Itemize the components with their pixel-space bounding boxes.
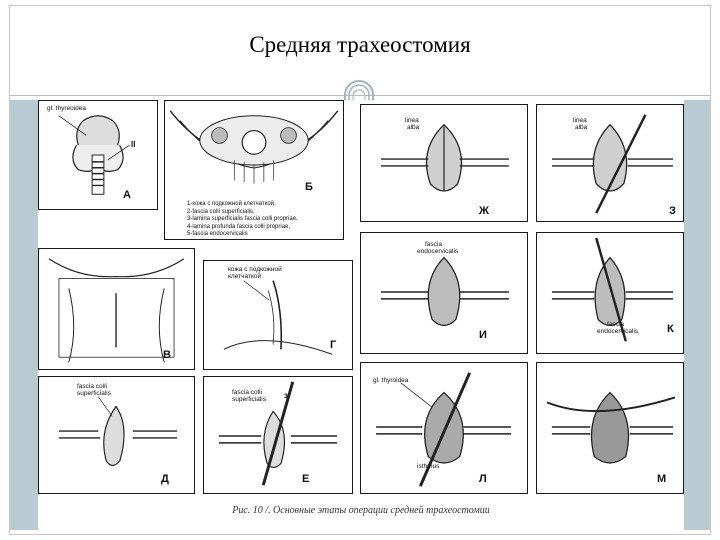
panel-m-illustration: [546, 391, 676, 464]
panel-e-annotation: fascia colli: [232, 389, 262, 396]
panel-e-annotation: 3: [284, 393, 288, 400]
legend-item: 2-fascia colli superficialis,: [187, 208, 255, 215]
panel-v: В: [38, 248, 195, 370]
panel-l-annotation: isthmus: [417, 463, 440, 470]
panel-zh-annotation: linea: [405, 117, 419, 124]
panel-k-annotation: endocervicalis: [597, 328, 639, 335]
panel-i-annotation: endocervicalis: [417, 248, 459, 255]
panel-a-label: А: [123, 189, 131, 201]
panel-a-annotation: II: [131, 140, 136, 149]
panel-l: gl. thyroidea isthmus Л: [360, 362, 528, 494]
panel-d-annotation: superficialis: [77, 390, 111, 397]
panel-zh: linea alba Ж: [360, 104, 528, 222]
panel-v-label: В: [163, 349, 171, 361]
panel-zh-label: Ж: [479, 205, 489, 217]
panel-d-label: Д: [161, 473, 169, 485]
panel-b-illustration: [169, 110, 339, 184]
panel-b-label: Б: [305, 181, 313, 193]
panel-d-illustration: [58, 396, 177, 467]
tracheostomy-figure: gl. thyreoidea II А Б 1-кожа с подкожной…: [38, 100, 684, 530]
panel-l-label: Л: [479, 473, 487, 485]
panel-g-annotation: клетчаткой: [228, 273, 262, 280]
right-accent-band: [684, 100, 710, 530]
panel-i-annotation: fascia: [425, 241, 442, 248]
panel-z-illustration: [552, 114, 673, 214]
panel-e-label: Е: [302, 473, 310, 485]
panel-i-label: И: [479, 329, 487, 341]
panel-z: linea alba З: [536, 104, 684, 222]
panel-d-annotation: fascia colli: [77, 383, 107, 390]
panel-l-annotation: gl. thyroidea: [373, 377, 409, 384]
panel-g-illustration: [223, 280, 333, 355]
slide-title: Средняя трахеостомия: [249, 32, 471, 57]
panel-m-label: М: [657, 473, 667, 485]
panel-a: gl. thyreoidea II А: [38, 100, 158, 210]
panel-a-illustration: [58, 115, 130, 195]
legend-item: 3-lamina superficialis fascia colli prop…: [187, 216, 298, 222]
panel-k-label: К: [667, 323, 674, 335]
panel-k: fascia endocervicalis К: [536, 232, 684, 354]
panel-v-illustration: [48, 258, 185, 363]
panel-i-illustration: [381, 256, 509, 327]
legend-item: 1-кожа с подкожной клетчаткой,: [187, 201, 276, 207]
arch-ornament-icon: [344, 80, 374, 108]
slide-frame: [9, 5, 711, 535]
panel-i: fascia endocervicalis И: [360, 232, 528, 354]
panel-b: Б 1-кожа с подкожной клетчаткой, 2-fasci…: [164, 100, 344, 240]
panel-k-annotation: fascia: [607, 321, 624, 328]
legend-item: 5-fascia endocervicalis: [187, 231, 248, 237]
panel-z-label: З: [669, 205, 676, 217]
title-divider: [9, 95, 711, 96]
left-accent-band: [10, 100, 38, 530]
panel-z-annotation: alba: [575, 124, 588, 131]
panel-g: кожа с подкожной клетчаткой Г: [203, 260, 353, 370]
panel-g-label: Г: [330, 339, 337, 351]
panel-e-illustration: [219, 381, 337, 486]
panel-a-annotation: gl. thyreoidea: [47, 105, 87, 112]
panel-z-annotation: linea: [573, 117, 587, 124]
panel-zh-illustration: [381, 123, 509, 192]
panel-e-annotation: superficialis: [232, 396, 266, 403]
legend-item: 4-lamina profunda fascia colli propriae,: [187, 223, 291, 230]
panel-b-legend: 1-кожа с подкожной клетчаткой, 2-fascia …: [187, 201, 298, 239]
panel-zh-annotation: alba: [407, 124, 420, 131]
panel-g-annotation: кожа с подкожной: [228, 266, 282, 273]
panel-e: fascia colli superficialis 3 Е: [203, 376, 353, 494]
figure-caption: Рис. 10 /. Основные этапы операции средн…: [232, 505, 490, 516]
panel-l-illustration: [376, 372, 511, 487]
panel-d: fascia colli superficialis Д: [38, 376, 195, 494]
panel-m: М: [536, 362, 684, 494]
panel-k-illustration: [551, 237, 673, 342]
